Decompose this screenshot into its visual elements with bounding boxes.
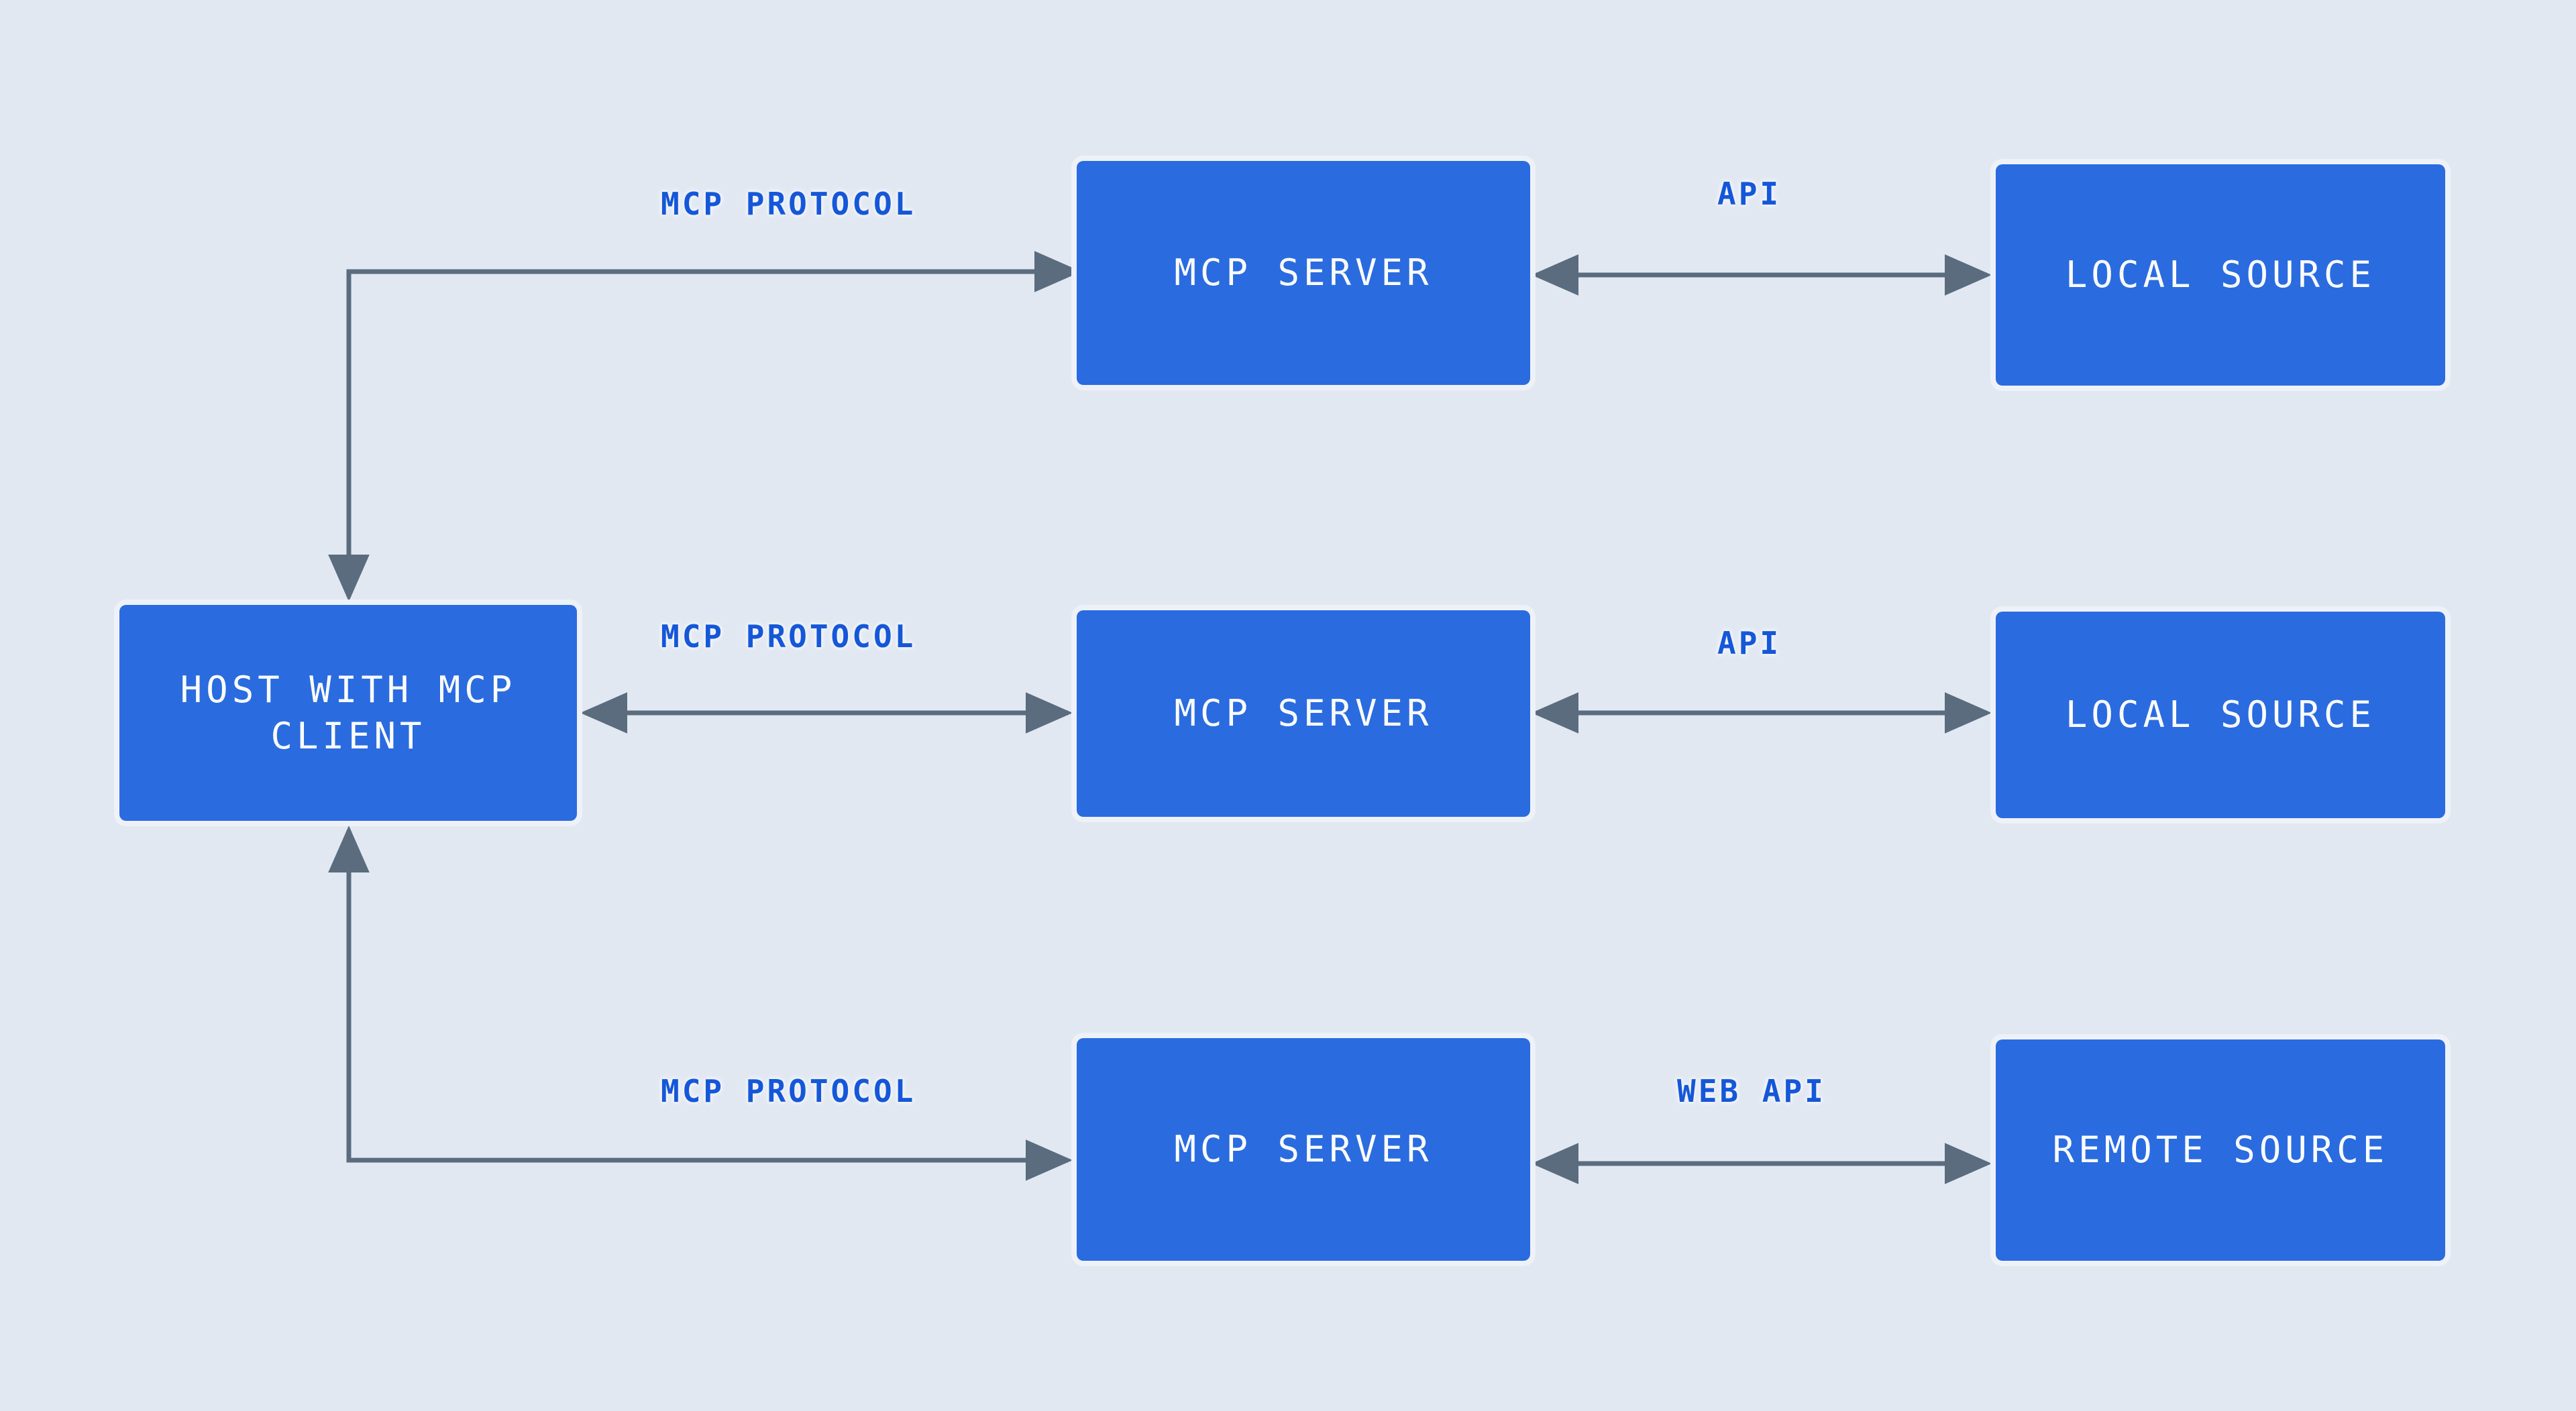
node-host-label-line2: CLIENT (270, 715, 426, 757)
node-local-source-middle-label: LOCAL SOURCE (2065, 693, 2376, 736)
edge-host-server-top (328, 251, 1081, 602)
edge-label-mcp-protocol-bottom: MCP PROTOCOL (661, 1073, 916, 1109)
edge-host-server-bottom (328, 826, 1073, 1181)
node-host-label: HOST WITH MCP CLIENT (180, 667, 517, 759)
node-mcp-server-middle-label: MCP SERVER (1174, 692, 1433, 735)
node-host-with-mcp-client[interactable]: HOST WITH MCP CLIENT (119, 605, 577, 821)
node-mcp-server-top[interactable]: MCP SERVER (1077, 161, 1530, 385)
node-mcp-server-top-label: MCP SERVER (1174, 251, 1433, 294)
node-mcp-server-bottom[interactable]: MCP SERVER (1077, 1038, 1530, 1261)
node-local-source-top[interactable]: LOCAL SOURCE (1996, 164, 2445, 386)
edge-label-web-api-bottom: WEB API (1677, 1073, 1826, 1109)
node-mcp-server-middle[interactable]: MCP SERVER (1077, 610, 1530, 817)
node-local-source-top-label: LOCAL SOURCE (2065, 253, 2376, 296)
edge-label-mcp-protocol-top: MCP PROTOCOL (661, 186, 916, 222)
edge-label-api-middle: API (1717, 625, 1782, 661)
edge-label-mcp-protocol-middle: MCP PROTOCOL (661, 618, 916, 655)
node-local-source-middle[interactable]: LOCAL SOURCE (1996, 612, 2445, 818)
node-remote-source-bottom-label: REMOTE SOURCE (2052, 1129, 2389, 1172)
node-host-label-line1: HOST WITH MCP (180, 668, 517, 711)
node-remote-source-bottom[interactable]: REMOTE SOURCE (1996, 1039, 2445, 1261)
node-mcp-server-bottom-label: MCP SERVER (1174, 1128, 1433, 1171)
edge-label-api-top: API (1717, 176, 1782, 212)
